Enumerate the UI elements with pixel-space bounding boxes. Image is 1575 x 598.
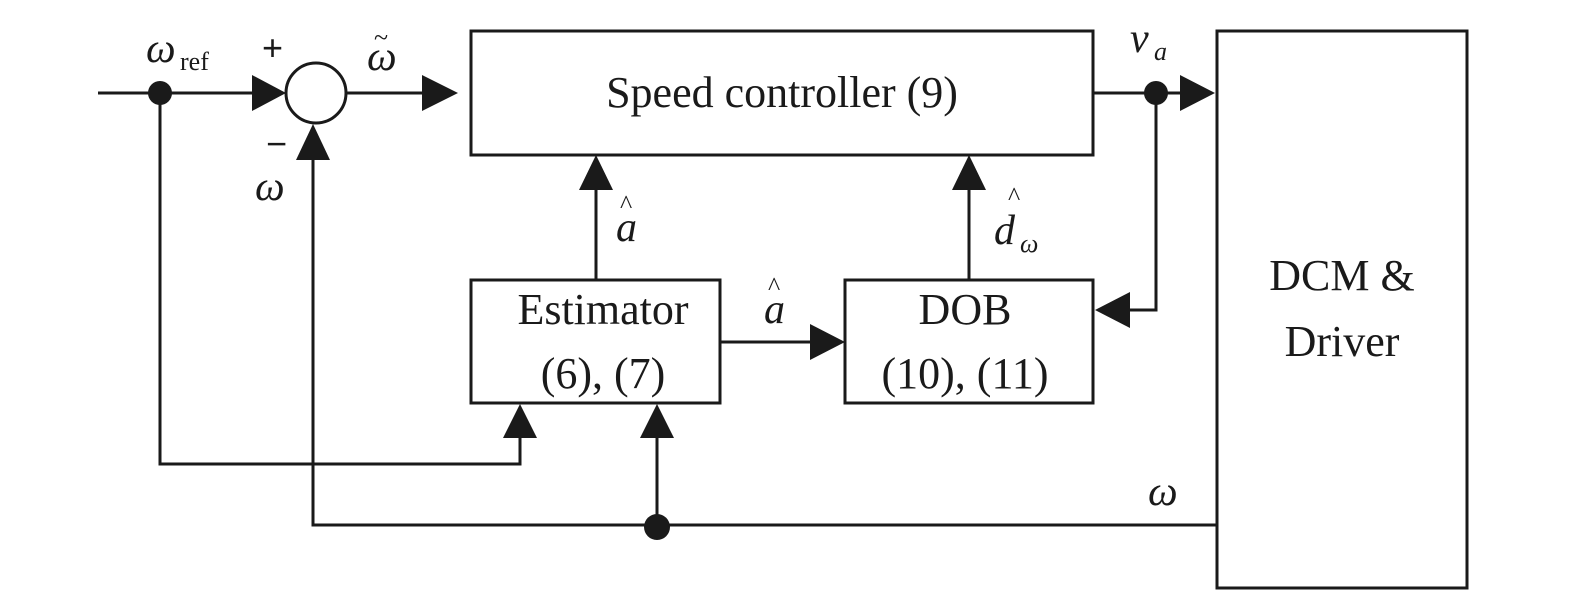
- dcm-driver-label-line2: Driver: [1285, 317, 1400, 366]
- summing-plus-sign: +: [262, 27, 283, 68]
- error-arrowhead: [422, 75, 458, 111]
- svg-text:ω: ω: [367, 34, 397, 80]
- speed-to-estimator-arrowhead: [640, 404, 674, 438]
- speed-feedback-wire: [311, 158, 1217, 527]
- a-hat-label-right: a ^: [764, 272, 785, 333]
- voltage-label: v a: [1130, 16, 1167, 66]
- control-output-arrowhead: [1180, 75, 1215, 111]
- speed-controller-label: Speed controller (9): [606, 68, 958, 117]
- svg-text:a: a: [1154, 37, 1167, 66]
- omega-error-label: ω ~: [367, 23, 397, 80]
- a-hat-to-dob-arrowhead: [810, 324, 845, 360]
- omega-feedback-label-left: ω: [255, 164, 285, 210]
- speed-controller-block: [469, 29, 1095, 157]
- svg-text:ω: ω: [1020, 229, 1038, 258]
- reference-to-estimator-wire: [158, 93, 522, 466]
- svg-text:a: a: [764, 287, 785, 333]
- svg-text:v: v: [1130, 16, 1149, 62]
- a-hat-label-up: a ^: [616, 190, 637, 251]
- svg-text:^: ^: [620, 190, 632, 219]
- dob-label-line1: DOB: [919, 285, 1012, 334]
- dcm-driver-block: [1215, 29, 1469, 590]
- summing-junction: [284, 61, 348, 125]
- svg-text:^: ^: [768, 272, 780, 301]
- a-hat-to-controller-arrowhead: [579, 155, 613, 190]
- estimator-label-line2: (6), (7): [541, 349, 666, 398]
- voltage-to-dob-arrowhead: [1095, 292, 1130, 328]
- d-hat-to-controller-arrowhead: [952, 155, 986, 190]
- svg-text:ω: ω: [146, 26, 176, 72]
- reference-to-estimator-arrowhead: [503, 404, 537, 438]
- reference-arrowhead: [252, 75, 286, 111]
- svg-text:d: d: [994, 208, 1016, 254]
- summing-minus-sign: −: [266, 123, 287, 164]
- svg-text:^: ^: [1008, 182, 1020, 211]
- d-hat-label: d ^ ω: [994, 182, 1038, 258]
- estimator-label-line1: Estimator: [517, 285, 688, 334]
- voltage-to-dob-wire: [1128, 93, 1158, 312]
- dob-label-line2: (10), (11): [882, 349, 1049, 398]
- estimator-block: [469, 278, 722, 405]
- svg-text:a: a: [616, 205, 637, 251]
- dcm-driver-label-line1: DCM &: [1269, 251, 1414, 300]
- omega-ref-label: ω ref: [146, 26, 209, 76]
- svg-text:ref: ref: [180, 47, 209, 76]
- omega-feedback-label-bottom: ω: [1148, 469, 1178, 515]
- speed-feedback-arrowhead: [296, 124, 330, 160]
- svg-text:~: ~: [374, 23, 388, 52]
